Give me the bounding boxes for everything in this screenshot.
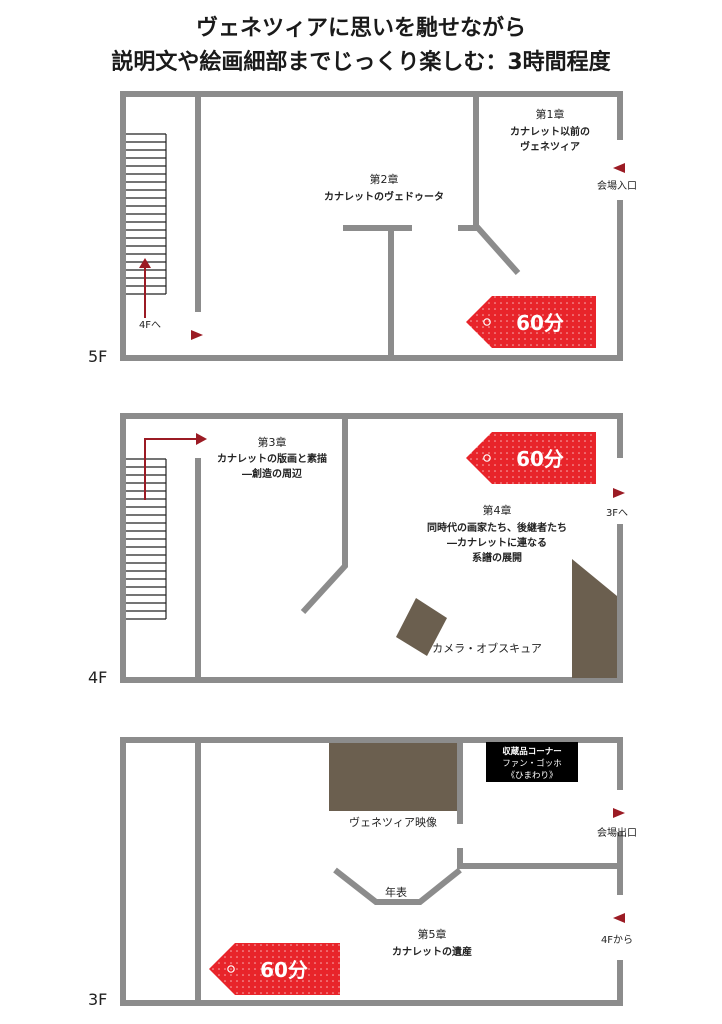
- arrow-head-icon: [196, 433, 207, 445]
- video-label: ヴェネツィア映像: [349, 815, 437, 829]
- ch4-line2: ―カナレットに連なる: [447, 536, 547, 549]
- time-4f: 60分: [516, 447, 564, 471]
- tag-hole-icon: [483, 454, 491, 462]
- ch2-title: カナレットのヴェドゥータ: [324, 190, 444, 203]
- exit-arrow-icon: [613, 808, 625, 818]
- stairs-4f: [126, 433, 207, 621]
- ch4-number: 第4章: [483, 503, 512, 517]
- ch1-number: 第1章: [536, 107, 565, 121]
- ch1-line1: カナレット以前の: [510, 125, 590, 138]
- entrance-label: 会場入口: [597, 179, 637, 192]
- video-screen-block: [329, 743, 457, 811]
- stairs-5f: [126, 130, 167, 318]
- display-block: [572, 559, 617, 678]
- collection-corner-box: [486, 742, 578, 782]
- ch4-line1: 同時代の画家たち、後継者たち: [427, 521, 567, 534]
- up-right-arrow-icon: [144, 438, 196, 500]
- from-4f-arrow-icon: [613, 913, 625, 923]
- exit-label: 会場出口: [597, 826, 637, 839]
- ch1-line2: ヴェネツィア: [520, 140, 580, 153]
- time-5f: 60分: [516, 311, 564, 335]
- ch3-number: 第3章: [258, 435, 287, 449]
- time-tag-4f: 60分: [466, 432, 596, 484]
- left-arrow-icon: [191, 330, 203, 340]
- time-tag-3f: 60分: [209, 943, 340, 995]
- walls-3f: [120, 737, 623, 1006]
- exit-arrow-icon: [613, 488, 625, 498]
- walls-5f: [120, 91, 623, 361]
- ch5-number: 第5章: [418, 927, 447, 941]
- chronology-label: 年表: [385, 885, 407, 899]
- camera-obscura-label: カメラ・オブスキュア: [432, 641, 542, 655]
- collection-line1: 収蔵品コーナー: [502, 746, 562, 757]
- header-title-line2: 説明文や絵画細部までじっくり楽しむ：3時間程度: [111, 50, 611, 75]
- collection-line3: 《ひまわり》: [506, 771, 557, 781]
- floor-4f: 第3章 カナレットの版画と素描 ―創造の周辺 第4章 同時代の画家たち、後継者た…: [88, 413, 628, 687]
- ch2-number: 第2章: [370, 172, 399, 186]
- time-tag-5f: 60分: [466, 296, 596, 348]
- from-4f-label: 4Fから: [601, 934, 633, 946]
- camera-obscura-object: [396, 598, 447, 656]
- walls-4f: [120, 413, 623, 683]
- arrow-head-icon: [139, 258, 151, 268]
- floor-label-4f: 4F: [88, 668, 107, 687]
- ch5-title: カナレットの遺産: [392, 945, 472, 958]
- ch3-line2: ―創造の周辺: [242, 467, 302, 480]
- entrance-arrow-icon: [613, 163, 625, 173]
- to-3f-label: 3Fへ: [606, 508, 628, 519]
- tag-hole-icon: [227, 965, 235, 973]
- time-3f: 60分: [260, 958, 308, 982]
- to-4f-label: 4Fへ: [139, 320, 161, 331]
- header-title-line1: ヴェネツィアに思いを馳せながら: [195, 16, 526, 41]
- floor-3f: 収蔵品コーナー ファン・ゴッホ 《ひまわり》 ヴェネツィア映像 年表 第5章 カ…: [88, 737, 637, 1009]
- collection-line2: ファン・ゴッホ: [502, 758, 562, 769]
- ch4-line3: 系譜の展開: [472, 551, 522, 564]
- floor-label-3f: 3F: [88, 990, 107, 1009]
- floor-label-5f: 5F: [88, 347, 107, 366]
- floor-5f: 第1章 カナレット以前の ヴェネツィア 第2章 カナレットのヴェドゥータ 会場入…: [88, 91, 637, 366]
- ch3-line1: カナレットの版画と素描: [217, 452, 327, 465]
- tag-hole-icon: [483, 318, 491, 326]
